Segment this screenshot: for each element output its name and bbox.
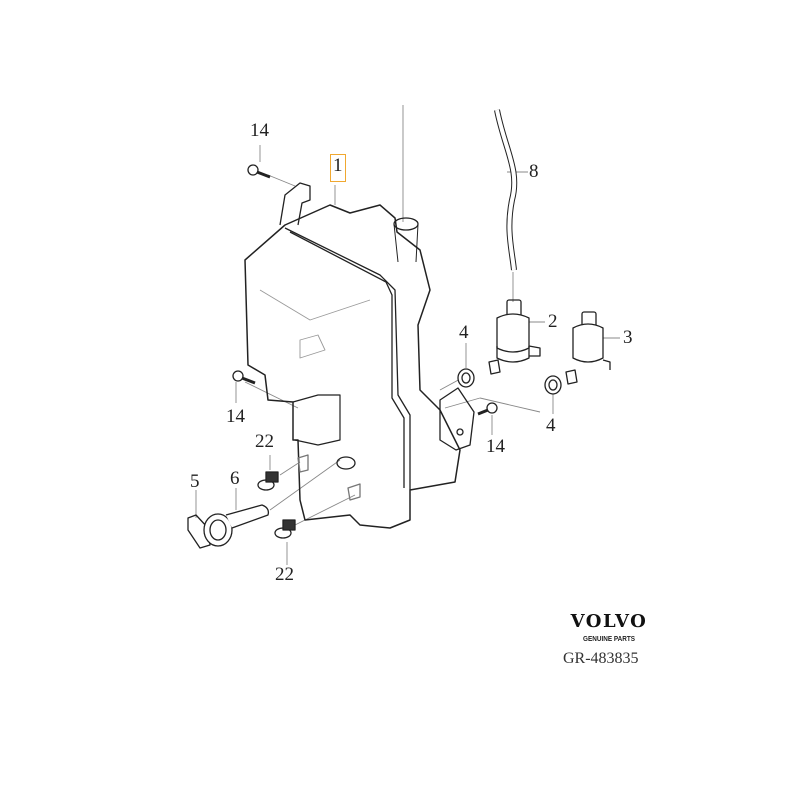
callout-4a[interactable]: 4 [459, 322, 469, 343]
callout-6[interactable]: 6 [230, 468, 240, 489]
callout-3[interactable]: 3 [623, 327, 633, 348]
callout-22b[interactable]: 22 [275, 564, 294, 585]
callout-14a[interactable]: 14 [250, 120, 269, 141]
level-sensor [187, 504, 270, 549]
callout-2[interactable]: 2 [548, 311, 558, 332]
screw-right [477, 402, 498, 416]
clip-b [274, 519, 296, 539]
brand-block: VOLVO GENUINE PARTS [563, 611, 655, 644]
screw-top [247, 164, 271, 179]
callout-14b[interactable]: 14 [226, 406, 245, 427]
volvo-logo: VOLVO [570, 611, 648, 632]
callout-14c[interactable]: 14 [486, 436, 505, 457]
callout-22a[interactable]: 22 [255, 431, 274, 452]
clip-a [257, 471, 279, 491]
callout-5[interactable]: 5 [190, 471, 200, 492]
grommet-b [544, 375, 562, 395]
pump-2 [488, 299, 541, 375]
grommet-a [457, 368, 475, 388]
callout-1[interactable]: 1 [330, 154, 346, 182]
screw-left [232, 370, 256, 385]
brand-tagline: GENUINE PARTS [583, 634, 635, 643]
reservoir-tank [244, 204, 475, 529]
pump-3 [565, 311, 611, 385]
callout-4b[interactable]: 4 [546, 415, 556, 436]
diagram-reference: GR-483835 [563, 650, 639, 667]
callout-8[interactable]: 8 [529, 161, 539, 182]
upper-bracket [279, 182, 311, 226]
